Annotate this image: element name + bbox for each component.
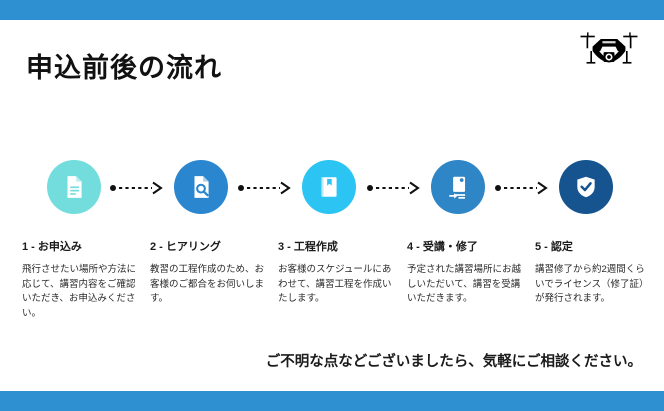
step-descriptions: 1 - お申込み 飛行させたい場所や方法に応じて、講習内容をご確認いただき、お申… — [0, 238, 664, 348]
step-heading-1: 1 - お申込み — [22, 241, 82, 253]
tablet-device-icon — [445, 174, 471, 200]
step-body-2: 教習の工程作成のため、お客様のご都合をお伺いします。 — [150, 264, 265, 305]
step-circle-3 — [302, 160, 356, 214]
step-heading-4: 4 - 受講・修了 — [407, 241, 478, 253]
step-circle-5 — [559, 160, 613, 214]
top-accent-bar — [0, 0, 664, 20]
step-item-3: 3 - 工程作成 お客様のスケジュールにあわせて、講習工程を作成いたします。 — [278, 238, 394, 307]
flow-diagram — [0, 160, 664, 220]
step-item-5: 5 - 認定 講習修了から約2週間くらいでライセンス（修了証）が発行されます。 — [535, 238, 651, 307]
arrow-4-to-5 — [495, 181, 551, 195]
step-body-5: 講習修了から約2週間くらいでライセンス（修了証）が発行されます。 — [535, 264, 649, 305]
step-circle-2 — [174, 160, 228, 214]
arrow-2-to-3 — [238, 181, 294, 195]
step-item-2: 2 - ヒアリング 教習の工程作成のため、お客様のご都合をお伺いします。 — [150, 238, 266, 307]
contact-footnote: ご不明な点などございましたら、気軽にご相談ください。 — [265, 354, 642, 370]
bookmark-book-icon — [316, 174, 342, 200]
step-circle-1 — [47, 160, 101, 214]
shield-check-icon — [573, 174, 599, 200]
step-body-3: お客様のスケジュールにあわせて、講習工程を作成いたします。 — [278, 264, 392, 305]
document-icon — [61, 174, 87, 200]
document-search-icon — [188, 174, 214, 200]
bottom-accent-bar — [0, 391, 664, 411]
arrow-3-to-4 — [367, 181, 423, 195]
step-circle-4 — [431, 160, 485, 214]
step-body-4: 予定された講習場所にお越しいただいて、講習を受講いただきます。 — [407, 264, 522, 305]
step-heading-2: 2 - ヒアリング — [150, 241, 221, 253]
step-item-1: 1 - お申込み 飛行させたい場所や方法に応じて、講習内容をご確認いただき、お申… — [22, 238, 138, 322]
step-body-1: 飛行させたい場所や方法に応じて、講習内容をご確認いただき、お申込みください。 — [22, 264, 137, 320]
step-item-4: 4 - 受講・修了 予定された講習場所にお越しいただいて、講習を受講いただきます… — [407, 238, 523, 307]
step-heading-5: 5 - 認定 — [535, 241, 573, 253]
step-heading-3: 3 - 工程作成 — [278, 241, 338, 253]
drone-icon — [576, 28, 642, 74]
page-title: 申込前後の流れ — [26, 53, 222, 83]
arrow-1-to-2 — [110, 181, 166, 195]
